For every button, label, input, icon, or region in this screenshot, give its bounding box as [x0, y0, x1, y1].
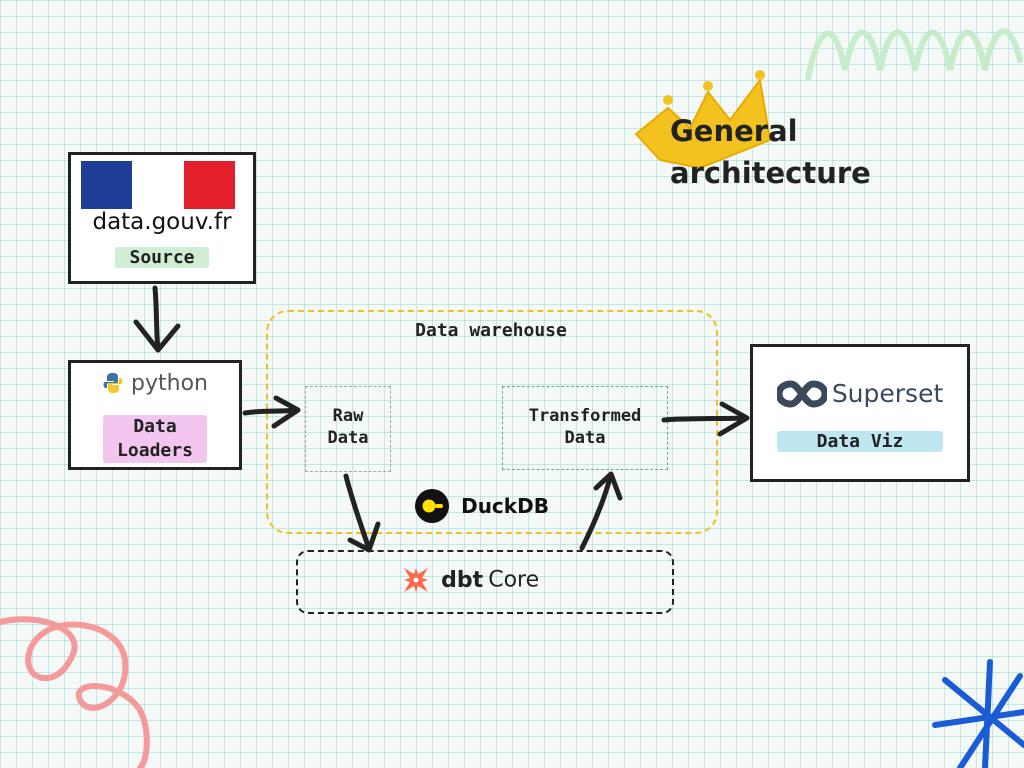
- data-loaders-label-line-2: Loaders: [117, 440, 193, 461]
- data-viz-label: Data Viz: [776, 431, 944, 452]
- data-warehouse-frame: [266, 310, 718, 534]
- dbt-core-frame: [296, 550, 674, 614]
- source-box: data.gouv.fr Source: [68, 152, 256, 284]
- superset-icon: [775, 379, 829, 408]
- duckdb-icon: [414, 488, 450, 524]
- raw-data-line-1: Raw: [332, 406, 364, 426]
- title-line-2: architecture: [670, 156, 871, 190]
- data-gouv-logo-text: data.gouv.fr: [92, 209, 232, 235]
- crown-icon: [634, 70, 772, 170]
- duckdb-text: DuckDB: [461, 494, 549, 518]
- arrow-raw-to-dbt: [343, 473, 381, 553]
- dbt-brand-text: dbt: [441, 567, 484, 593]
- data-warehouse-title: Data warehouse: [415, 320, 567, 341]
- python-icon: [102, 372, 124, 394]
- transformed-data-line-1: Transformed: [528, 406, 642, 426]
- raw-data-box: Raw Data: [305, 386, 391, 472]
- transformed-data-line-2: Data: [564, 428, 606, 448]
- source-label: Source: [115, 247, 209, 268]
- python-logo-text: python: [131, 371, 208, 396]
- data-loaders-label-line-1: Data: [133, 416, 177, 437]
- arrow-source-to-loaders: [133, 285, 181, 353]
- transformed-data-box: Transformed Data: [502, 386, 668, 470]
- data-loaders-label: Data Loaders: [103, 415, 207, 463]
- superset-text: Superset: [831, 379, 944, 408]
- arrow-dbt-to-transformed: [579, 471, 623, 551]
- data-viz-box: Superset Data Viz: [750, 344, 970, 482]
- blue-star-decoration: [932, 659, 1024, 768]
- data-loaders-box: python Data Loaders: [68, 360, 242, 470]
- raw-data-line-2: Data: [327, 428, 369, 448]
- arrow-transformed-to-viz: [661, 401, 750, 437]
- arrow-loaders-to-raw: [242, 395, 301, 429]
- pink-swirl-decoration: [0, 616, 150, 768]
- diagram-title: General architecture: [670, 110, 930, 194]
- dbt-icon: [400, 564, 432, 596]
- title-line-1: General: [670, 114, 798, 148]
- dbt-core-logo: dbt Core: [400, 564, 539, 596]
- dbt-core-text: Core: [488, 567, 540, 593]
- duckdb-logo: DuckDB: [414, 488, 549, 524]
- french-flag-icon: [81, 161, 235, 209]
- green-zigzag-decoration: [805, 28, 1023, 81]
